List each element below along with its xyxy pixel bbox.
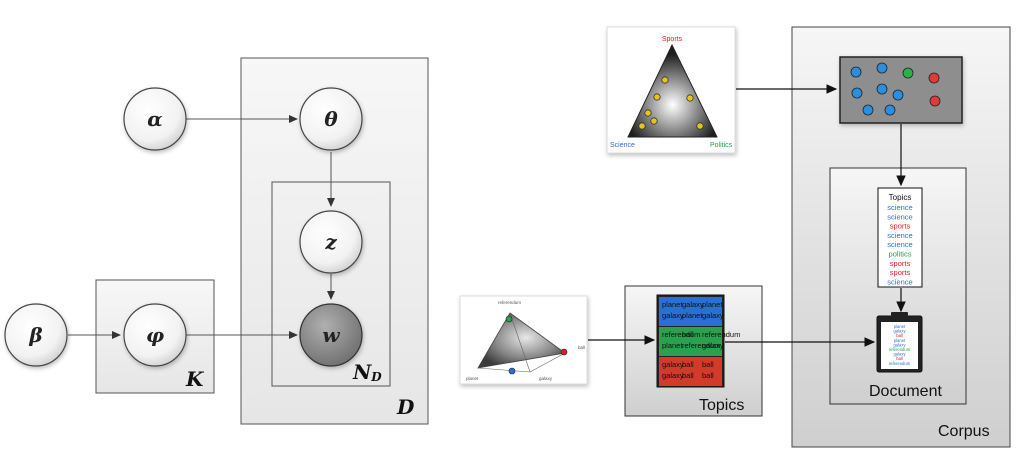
word-vertex-galaxy: galaxy [539,376,553,381]
topic-assignment-item: science [887,203,912,212]
word-vertex-planet: planet [466,376,479,381]
document-word: ball [896,356,903,361]
document-word: galaxy [893,342,906,347]
topic-word: referendum [682,341,720,350]
word-point-green [505,315,513,323]
topic-word: ball [702,371,714,380]
topic-word: galaxy [662,311,684,320]
topic-word: planet [662,300,683,309]
topic-word: galaxy [702,341,724,350]
words-plate-label: ND [352,360,382,384]
document-word: referendum [889,361,911,366]
topics-plate-label: K [185,367,205,391]
corpus-label: Corpus [938,423,990,440]
document-word: referendum [889,347,911,352]
z-label: z [324,230,337,254]
topic-assignment-item: science [887,231,912,240]
topic-word: planet [662,341,683,350]
topic-assignment-item: science [887,212,912,221]
topic-simplex-panel: Sports Science Politics [606,26,736,154]
words-plate-subscript: D [370,370,382,384]
phi-node [123,303,187,367]
topic-word: galaxy [662,360,684,369]
document-word: galaxy [893,329,906,334]
simplex-vertex-sports: Sports [662,36,683,43]
theta-node [299,87,363,151]
topic-word: referendum [702,330,740,339]
topic-list-header: Topics [889,193,912,202]
document-word: planet [894,338,906,343]
topic-word: galaxy [702,311,724,320]
topic-word: ball [682,330,694,339]
document-label: Document [869,383,942,400]
beta-node [4,303,68,367]
topic-word: galaxy [662,371,684,380]
corpus-topic-dots [850,62,941,116]
document-word: galaxy [893,352,906,357]
topic-assignment-item: sports [890,268,911,277]
topic-assignment-item: sports [890,259,911,268]
topic-word: planet [682,311,703,320]
simplex-points [638,76,704,130]
document-word-list: planetgalaxyballplanetgalaxyreferendumga… [889,324,911,366]
w-node [299,303,363,367]
topic-word: galaxy [682,300,704,309]
topic-assignment-item: science [887,277,912,286]
word-point-blue [508,367,516,375]
topic-word: ball [702,360,714,369]
word-simplex-panel: referendum ball galaxy planet [459,295,588,385]
topic-assignment-item: sports [890,222,911,231]
document-word: ball [896,333,903,338]
w-label: w [322,323,340,347]
topic-word: referendum [662,330,700,339]
theta-label: θ [324,107,338,131]
topic-assignment-list: sciencesciencesportssciencesciencepoliti… [887,203,912,286]
topic-word: ball [682,360,694,369]
topic-word: planet [702,300,723,309]
topic-assignment-item: politics [889,250,912,259]
topic-block [659,327,722,356]
beta-label: β [28,323,42,347]
word-vertex-referendum: referendum [498,300,521,305]
topic-block [659,297,722,326]
topic-word: ball [682,371,694,380]
topic-block [659,357,722,386]
z-node [299,210,363,274]
corpus-box: Corpus Document Topics sciencesciencespo… [791,26,1011,448]
phi-label: φ [146,323,164,347]
topic-assignment-item: science [887,240,912,249]
alpha-node [123,87,187,151]
simplex-vertex-politics: Politics [710,142,733,149]
alpha-label: α [147,107,162,131]
topics-box-label: Topics [699,397,744,414]
simplex-vertex-science: Science [610,142,635,149]
word-vertex-ball: ball [578,345,585,350]
plate-notation: α θ z w β φ ND D K [4,57,429,425]
document-word: planet [894,324,906,329]
documents-plate-label: D [396,395,415,419]
words-plate-letter: N [352,360,372,384]
word-point-red [560,348,568,356]
